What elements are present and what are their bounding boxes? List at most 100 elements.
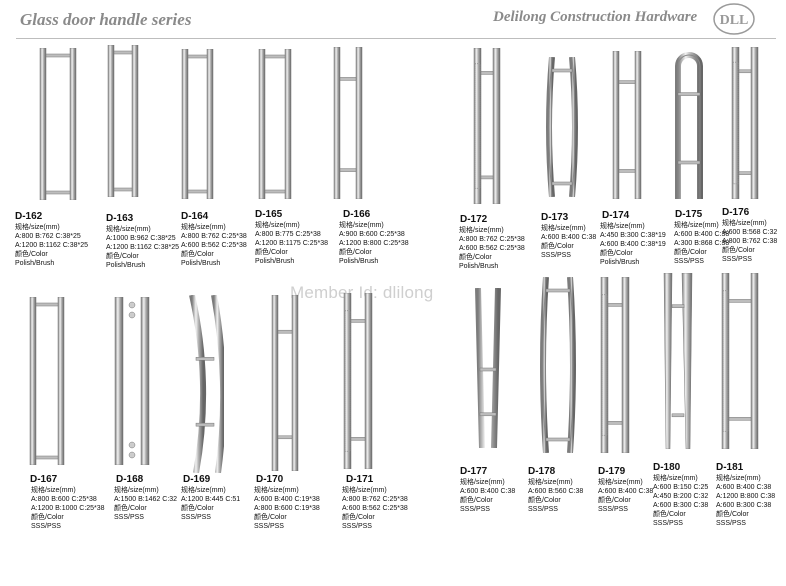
spec-line: A:600 B:562 C:25*38 [181,242,247,249]
member-watermark: Member Id: dlilong [290,283,434,302]
handle-image [180,49,215,199]
spec-line: 规格/size(mm) [460,479,505,486]
product-code: D-170 [256,474,284,485]
spec-line: 颜色/Color [181,505,214,512]
spec-line: A:600 B:400 C:38 [716,484,772,491]
spec-line: 颜色/Color [339,249,372,256]
product-code: D-167 [30,474,58,485]
spec-line: A:450 B:200 C:32 [653,493,709,500]
spec-line: 颜色/Color [541,243,574,250]
spec-line: 颜色/Color [254,514,287,521]
handle-image [186,295,224,473]
spec-line: 规格/size(mm) [653,475,698,482]
spec-line: 颜色/Color [674,249,707,256]
spec-line: 颜色/Color [722,247,755,254]
spec-line: A:800 B:762 C:25*38 [181,233,247,240]
spec-line: 颜色/Color [460,497,493,504]
handle-image [658,273,698,449]
spec-line: SSS/PSS [541,252,571,259]
spec-line: Polish/Brush [255,258,295,265]
spec-line: A:600 B:400 C:38*19 [600,241,666,248]
spec-line: SSS/PSS [254,523,284,530]
series-title: Glass door handle series [20,10,192,29]
spec-line: Polish/Brush [459,263,499,270]
spec-line: 规格/size(mm) [674,222,719,229]
spec-line: A:300 B:868 C:38 [674,240,730,247]
product-code: D-175 [675,209,703,220]
spec-line: 颜色/Color [653,511,686,518]
product-code: D-180 [653,462,681,473]
spec-line: A:1200 B:1162 C:38*25 [106,244,180,251]
spec-line: 颜色/Color [106,253,139,260]
spec-line: 规格/size(mm) [722,220,767,227]
spec-line: 规格/size(mm) [15,224,60,231]
spec-line: 规格/size(mm) [528,479,573,486]
spec-line: A:800 B:762 C:38 [722,238,778,245]
header-divider [16,38,776,39]
product-code: D-181 [716,462,744,473]
spec-line: SSS/PSS [114,514,144,521]
spec-line: SSS/PSS [674,258,704,265]
handle-image [670,47,708,199]
handle-image [113,297,151,465]
spec-line: 规格/size(mm) [114,487,159,494]
spec-line: 规格/size(mm) [541,225,586,232]
spec-line: A:1500 B:1462 C:32 [114,496,178,503]
spec-line: 颜色/Color [31,514,64,521]
spec-line: Polish/Brush [106,262,146,269]
product-code: D-166 [343,209,371,220]
handle-image [544,57,580,197]
spec-line: A:600 B:562 C:25*38 [459,245,525,252]
spec-line: A:600 B:562 C:25*38 [342,505,408,512]
company-name: Delilong Construction Hardware [493,9,698,25]
spec-line: 颜色/Color [342,514,375,521]
spec-line: 规格/size(mm) [106,226,151,233]
handle-image [268,295,304,471]
handle-image [728,47,764,199]
spec-line: Polish/Brush [600,259,640,266]
spec-line: A:1200 B:1175 C:25*38 [255,240,329,247]
handle-image [468,288,508,448]
spec-line: Polish/Brush [15,260,55,267]
spec-line: 规格/size(mm) [255,222,300,229]
spec-line: A:600 B:400 C:38 [541,234,597,241]
spec-line: 规格/size(mm) [339,222,384,229]
handle-image [597,277,635,453]
product-code: D-179 [598,466,626,477]
spec-line: 颜色/Color [598,497,631,504]
spec-line: A:1200 B:800 C:38 [716,493,776,500]
spec-line: A:600 B:150 C:25 [653,484,709,491]
spec-line: A:600 B:400 C:19*38 [254,496,320,503]
product-code: D-178 [528,466,556,477]
spec-line: A:800 B:775 C:25*38 [255,231,321,238]
spec-line: A:1200 B:445 C:51 [181,496,241,503]
spec-line: 颜色/Color [716,511,749,518]
product-code: D-168 [116,474,144,485]
spec-line: 颜色/Color [114,505,147,512]
spec-line: 规格/size(mm) [31,487,76,494]
product-code: D-169 [183,474,211,485]
handle-image [470,48,506,204]
spec-line: 规格/size(mm) [598,479,643,486]
spec-line: 规格/size(mm) [181,487,226,494]
spec-line: 规格/size(mm) [254,487,299,494]
handle-image [330,47,368,199]
handle-image [28,297,66,465]
spec-line: SSS/PSS [598,506,628,513]
handle-image [38,48,78,200]
